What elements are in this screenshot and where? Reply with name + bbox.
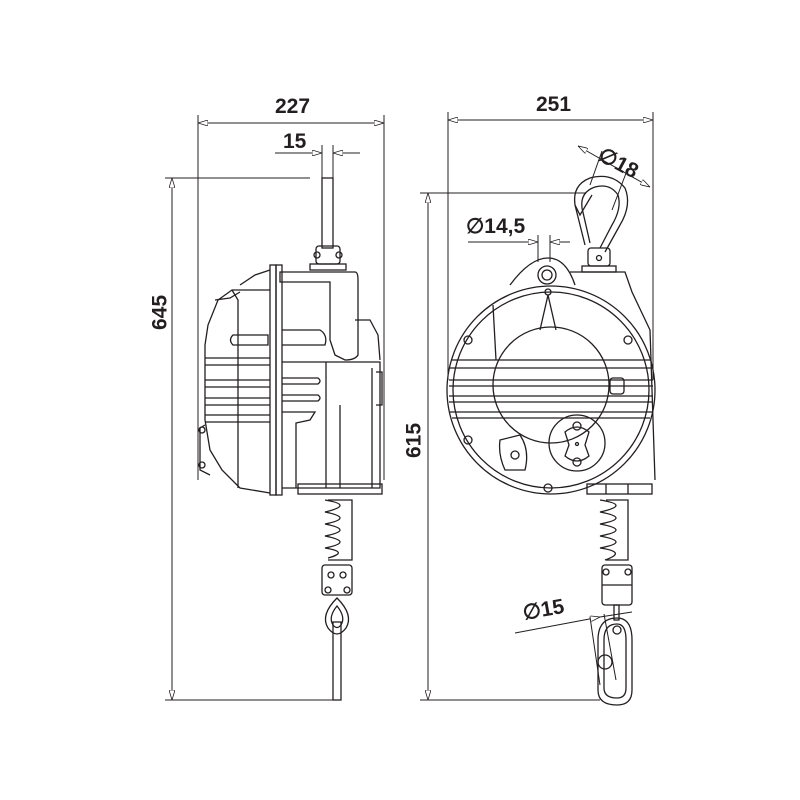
- front-height-label: 615: [402, 422, 426, 459]
- side-cable-width-label: 15: [283, 130, 307, 153]
- front-height-dimension: [420, 192, 600, 701]
- front-hook-opening-label: ∅14,5: [466, 215, 526, 238]
- front-width-label: 251: [536, 93, 572, 116]
- side-height-dimension: [165, 177, 335, 701]
- side-width-dimension: [197, 115, 385, 480]
- front-width-dimension: [447, 112, 654, 380]
- front-hook-opening-dimension: [468, 235, 570, 262]
- front-hook-diameter-dimension: [578, 146, 650, 211]
- side-height-label: 645: [148, 294, 172, 331]
- side-cable-dimension: [275, 145, 360, 180]
- side-view-drawing: [198, 177, 383, 701]
- front-view-drawing: [446, 175, 656, 706]
- side-width-label: 227: [275, 95, 311, 118]
